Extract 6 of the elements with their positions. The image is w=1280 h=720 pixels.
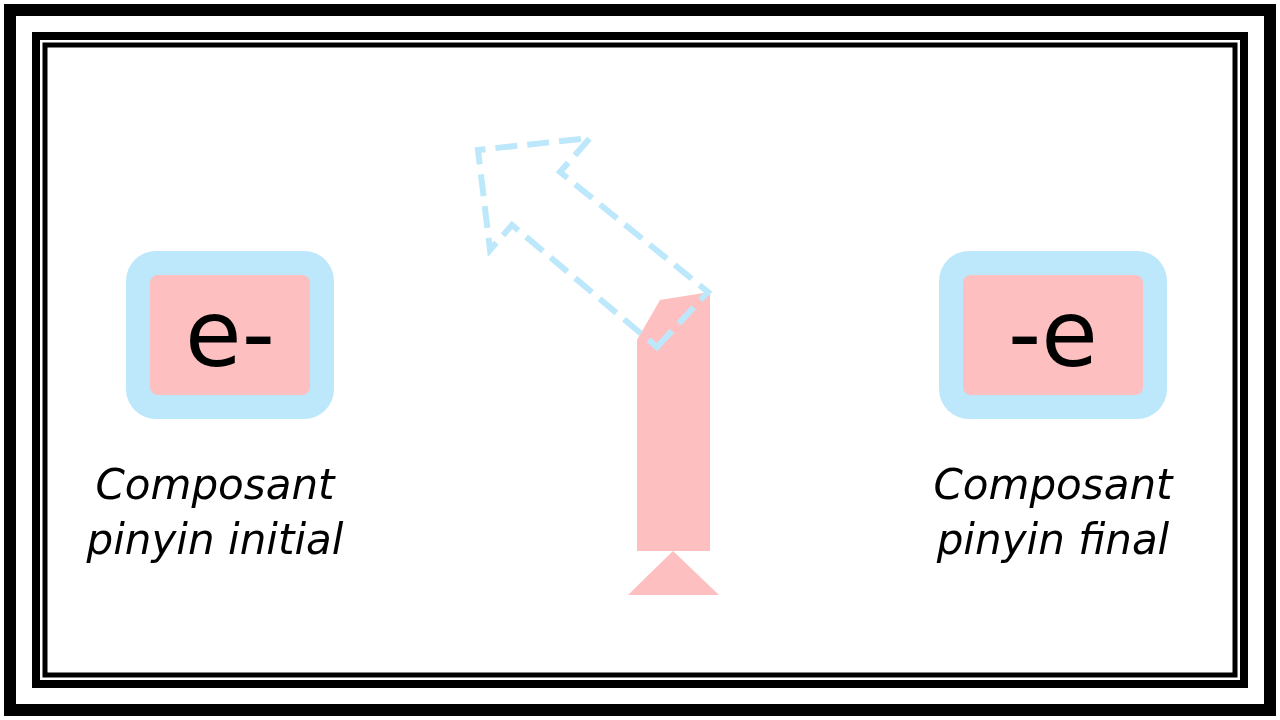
component-box [939, 251, 1167, 419]
component-box [126, 251, 334, 419]
component-text: e- [185, 289, 275, 381]
component-text: -e [1008, 289, 1098, 381]
node-label: Composant pinyin final [932, 459, 1175, 566]
node-label: Composant pinyin initial [85, 459, 345, 566]
